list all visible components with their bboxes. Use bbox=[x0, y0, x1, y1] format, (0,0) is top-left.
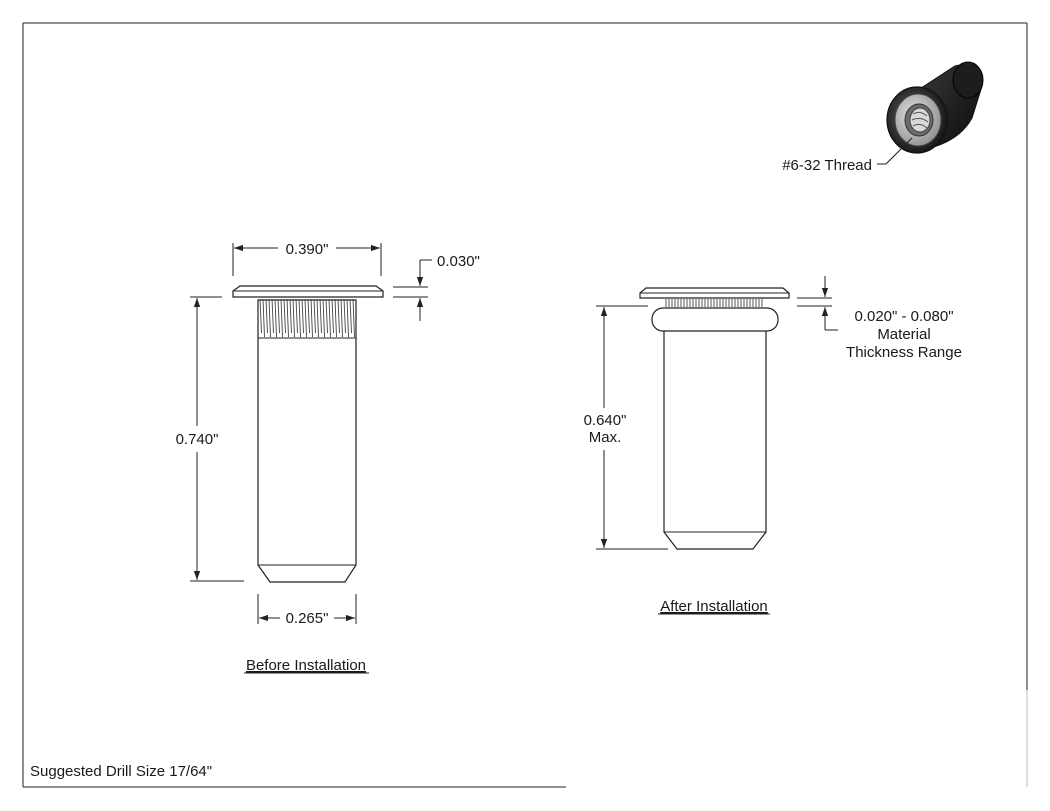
grip-range-note-2: Thickness Range bbox=[846, 344, 962, 361]
flange-thickness-dim: 0.030" bbox=[437, 253, 480, 270]
before-knurl bbox=[259, 298, 355, 338]
sheet-border bbox=[22, 22, 1028, 788]
flange-diameter-dim: 0.390" bbox=[286, 241, 329, 258]
length-before-dim: 0.740" bbox=[176, 431, 219, 448]
grip-range-note-1: Material bbox=[877, 326, 930, 343]
length-after-note: Max. bbox=[589, 429, 622, 446]
after-installation-view: 0.640" Max. 0.020" - 0.080" Material Thi… bbox=[584, 276, 962, 615]
drill-size-note: Suggested Drill Size 17/64" bbox=[30, 763, 212, 780]
after-rivet-body bbox=[663, 324, 767, 550]
before-rivet-body bbox=[257, 299, 357, 583]
thread-callout: #6-32 Thread bbox=[782, 157, 872, 174]
after-knurl bbox=[665, 299, 763, 307]
before-installation-caption: Before Installation bbox=[246, 657, 366, 674]
body-diameter-dim: 0.265" bbox=[286, 610, 329, 627]
grip-range-dim: 0.020" - 0.080" bbox=[854, 308, 953, 325]
before-installation-view: 0.390" 0.030" 0.740" 0.265" Before Insta… bbox=[176, 241, 480, 674]
length-after-dim: 0.640" bbox=[584, 412, 627, 429]
after-installation-caption: After Installation bbox=[660, 598, 768, 615]
isometric-insert-view: #6-32 Thread bbox=[782, 61, 984, 174]
after-bulge bbox=[651, 307, 779, 332]
